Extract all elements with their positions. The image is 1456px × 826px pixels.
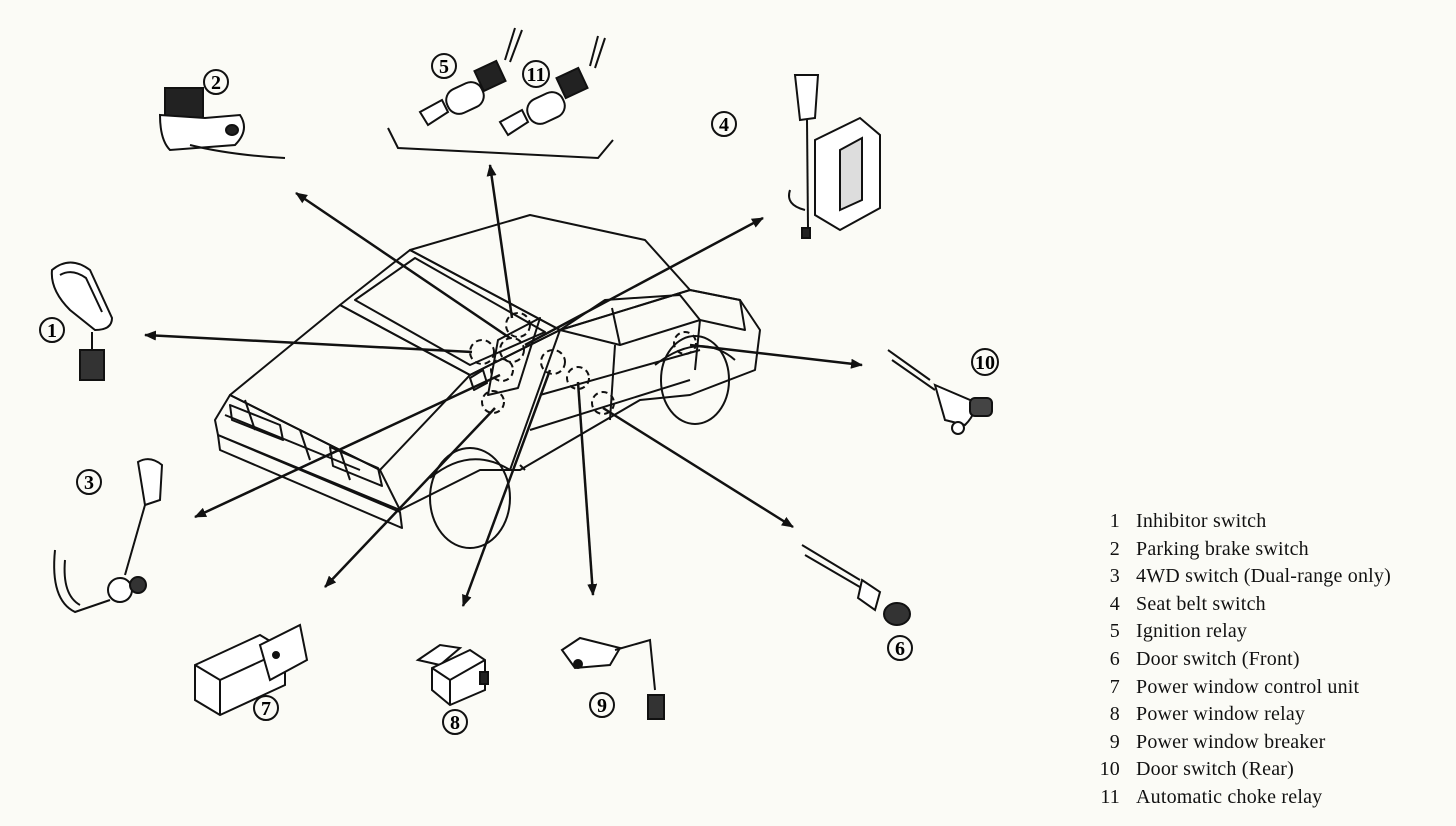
automatic-choke-relay-illustration — [498, 35, 606, 137]
legend-item: 6 Door switch (Front) — [1092, 648, 1442, 676]
legend-item: 8 Power window relay — [1092, 703, 1442, 731]
svg-text:4: 4 — [719, 114, 729, 136]
location-marker — [540, 349, 566, 375]
legend-label: Door switch (Front) — [1136, 647, 1300, 670]
svg-text:10: 10 — [975, 352, 995, 374]
arrow-to-5-11 — [486, 164, 514, 319]
seat-belt-switch-illustration — [788, 74, 881, 239]
legend-number: 3 — [1109, 565, 1120, 588]
callout-1: 1 — [39, 317, 65, 343]
power-window-relay-illustration — [415, 643, 489, 707]
legend-label: Automatic choke relay — [1136, 785, 1323, 808]
legend-item: 3 4WD switch (Dual-range only) — [1092, 565, 1442, 593]
legend-item: 4 Seat belt switch — [1092, 593, 1442, 621]
legend-number: 1 — [1109, 510, 1120, 532]
legend-number: 2 — [1109, 537, 1120, 560]
location-marker — [481, 390, 505, 414]
arrow-to-6 — [602, 406, 794, 529]
legend-label: Seat belt switch — [1136, 592, 1266, 615]
arrow-to-1 — [144, 330, 473, 354]
arrow-to-3 — [194, 373, 501, 519]
legend-item: 2 Parking brake switch — [1092, 538, 1442, 566]
svg-text:5: 5 — [439, 56, 449, 78]
inhibitor-switch-illustration — [50, 261, 114, 381]
legend-item: 1 Inhibitor switch — [1092, 510, 1442, 538]
callout-2: 2 — [203, 69, 229, 95]
legend-label: Door switch (Rear) — [1136, 758, 1294, 781]
svg-text:8: 8 — [450, 712, 460, 734]
svg-text:1: 1 — [47, 320, 57, 342]
legend-label: Power window control unit — [1136, 675, 1360, 698]
legend-item: 7 Power window control unit — [1092, 676, 1442, 704]
callout-badges: 1 2 3 4 5 6 7 8 9 10 11 — [39, 53, 999, 735]
legend-label: 4WD switch (Dual-range only) — [1136, 565, 1391, 588]
legend-number: 5 — [1109, 620, 1120, 643]
location-marker — [490, 358, 514, 382]
arrow-to-2 — [295, 191, 511, 340]
legend-label: Inhibitor switch — [1136, 510, 1267, 532]
arrow-to-7 — [324, 407, 496, 588]
arrow-to-9 — [576, 381, 598, 596]
location-marker — [469, 339, 495, 365]
legend-item: 11 Automatic choke relay — [1092, 786, 1442, 814]
callout-4: 4 — [711, 111, 737, 137]
callout-6: 6 — [887, 635, 913, 661]
parking-brake-switch-illustration — [158, 87, 286, 159]
bracket — [387, 127, 614, 160]
location-marker — [591, 391, 615, 415]
legend-item: 9 Power window breaker — [1092, 731, 1442, 759]
callout-3: 3 — [76, 469, 102, 495]
arrow-to-10 — [689, 343, 863, 369]
svg-text:6: 6 — [895, 638, 905, 660]
callout-5: 5 — [431, 53, 457, 79]
legend-item: 5 Ignition relay — [1092, 620, 1442, 648]
arrow-to-8 — [461, 369, 552, 607]
legend-number: 6 — [1109, 647, 1120, 670]
svg-text:2: 2 — [211, 72, 221, 94]
legend-number: 4 — [1109, 592, 1120, 615]
location-marker — [499, 337, 525, 363]
svg-text:9: 9 — [597, 695, 607, 717]
legend-label: Power window relay — [1136, 703, 1306, 726]
power-window-control-unit-illustration — [194, 623, 309, 717]
callout-11: 11 — [522, 60, 550, 88]
location-markers — [469, 312, 697, 415]
leader-arrows — [144, 164, 863, 607]
door-switch-rear-illustration — [887, 349, 993, 435]
callout-9: 9 — [589, 692, 615, 718]
legend-number: 8 — [1109, 703, 1120, 726]
legend-number: 10 — [1099, 758, 1120, 781]
legend-number: 7 — [1109, 675, 1120, 698]
location-marker — [673, 331, 697, 355]
legend-label: Power window breaker — [1136, 730, 1326, 753]
legend-number: 11 — [1100, 785, 1120, 808]
callout-8: 8 — [442, 709, 468, 735]
callout-7: 7 — [253, 695, 279, 721]
car-outline — [214, 214, 761, 549]
legend-item: 10 Door switch (Rear) — [1092, 758, 1442, 786]
location-marker — [505, 312, 531, 338]
door-switch-front-illustration — [801, 544, 911, 626]
svg-text:7: 7 — [261, 698, 271, 720]
location-marker — [566, 366, 590, 390]
callout-10: 10 — [971, 348, 999, 376]
legend-label: Ignition relay — [1136, 620, 1248, 643]
legend-label: Parking brake switch — [1136, 537, 1309, 560]
4wd-switch-illustration — [53, 458, 164, 614]
ignition-relay-illustration — [418, 27, 523, 127]
svg-text:11: 11 — [527, 64, 546, 86]
legend-number: 9 — [1109, 730, 1120, 753]
power-window-breaker-illustration — [560, 636, 665, 720]
arrow-to-4 — [524, 216, 764, 347]
svg-text:3: 3 — [84, 472, 94, 494]
